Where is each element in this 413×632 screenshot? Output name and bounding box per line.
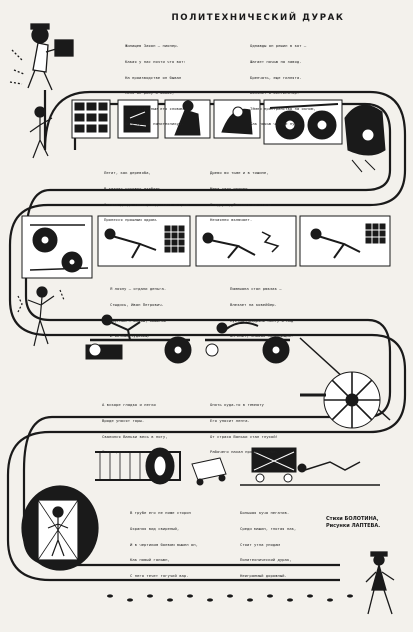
verse-line: Влезает на ковейбер. <box>230 302 277 307</box>
stanza-7: А вскоре гладко и легко Вроде уносят гор… <box>102 392 168 465</box>
verse-line: Вонзает в вентилятор. <box>250 90 300 96</box>
stanza-6: Помешана стал рюкзак — Влезает на ковейб… <box>230 276 293 349</box>
credits: Стихи БОЛОТИНА, Рисунки ЛАПТЕВА. <box>326 516 380 530</box>
verse-line: Охраняя вид свирепый, <box>130 526 180 531</box>
stanza-2: Однажды он решил в кот — Шагает ночью на… <box>250 33 316 137</box>
verse-line: На производстве он бывал <box>125 74 182 80</box>
verse-line: Оставь дождь голов, под свист и гром <box>104 201 189 207</box>
verse-line: Политехнический дурак, <box>240 557 292 563</box>
stanza-8: Опять куда-то в темноту Его уносит лента… <box>210 392 278 465</box>
stanza-10: Большая куча негатив. Среди машин, глота… <box>240 500 296 588</box>
verse-line: Нечаянно включает. <box>210 217 253 223</box>
verse-line: Летит, как деревяба, <box>104 170 151 176</box>
verse-line: В глазах готовых штабель. <box>104 186 163 191</box>
verse-line: Неиграемый дорожный. <box>240 572 287 578</box>
verse-line: Он — гроб и политехникум. <box>125 121 184 127</box>
boy-running-figure-top <box>9 23 74 91</box>
verse-line: Он мчит, словом замирающий. <box>230 333 294 339</box>
verse-line: Меня он разу и живое, <box>125 90 175 96</box>
verse-line: В трубе его не ниже сторон <box>130 510 191 516</box>
stanza-9: В трубе его не ниже сторон Охраняя вид с… <box>130 500 198 588</box>
stanza-4: Древо во тьме и в тишине, Маша силу приш… <box>210 160 271 233</box>
verse-line: И в чертиком боевом вышел он, <box>130 541 198 547</box>
verse-line: Вроде уносят горы. <box>102 418 145 423</box>
verse-line: Пустая ноздрями ленту в над <box>230 317 294 323</box>
stanza-5: Я лоялу — отдали деньга. Стыдись, Иван П… <box>110 276 166 349</box>
verse-line: И не прошел момента — <box>102 449 152 455</box>
verse-line: Древо во тьме и в тишине, <box>210 170 269 176</box>
verse-line: Жилищев Заяон — пионер. <box>125 43 179 49</box>
factory-panels-row1 <box>71 99 386 173</box>
pipe-and-cart-row4 <box>95 447 380 486</box>
verse-line: Я лоялу — отдали деньга. <box>110 286 167 292</box>
verse-line: Большая куча негатив. <box>240 510 290 516</box>
verse-line: Среди машин, глотая пак, <box>240 526 297 531</box>
verse-line: Опять куда-то в темноту <box>210 402 264 408</box>
verse-line: Как ночью черное пухом. <box>250 121 304 127</box>
verse-line: От страха Ваньки стал глухой! <box>210 433 278 439</box>
verse-line: Шагает ночью на завод. <box>250 59 302 64</box>
verse-line: Бренчать, еще гиллята. <box>250 74 302 80</box>
factory-panels-row2 <box>21 215 391 279</box>
footprints-trail <box>107 594 353 602</box>
verse-line: Рабочего пахал прямо в трубе. <box>210 449 278 455</box>
conveyor-panels-row3 <box>85 314 391 429</box>
verse-line: С него течет тягучий вар. <box>130 572 189 578</box>
verse-line: Стоит утла уподам <box>240 541 280 547</box>
verse-line: Какая у нас почти что вот: <box>125 59 186 64</box>
verse-line: Маша силу пришел. <box>210 186 250 191</box>
verse-line: Помешана стал рюкзак — <box>230 286 282 292</box>
stanza-1: Жилищев Заяон — пионер. Какая у нас почт… <box>125 33 186 137</box>
credits-illustrator: Рисунки ЛАПТЕВА. <box>326 523 381 529</box>
verse-line: Пронесся прошлым ядром. <box>104 217 158 223</box>
verse-line: Однажды он решил в кот — <box>250 43 307 49</box>
verse-line: Стыдись, Иван Петрович. <box>110 302 164 307</box>
credits-author: Стихи БОЛОТИНА, <box>326 516 379 522</box>
serpentine-road <box>6 90 407 582</box>
verse-line: И вечные чудовищ. <box>110 333 150 339</box>
page-title: ПОЛИТЕХНИЧЕСКИЙ ДУРАК <box>171 13 345 23</box>
tunnel-frame-figure <box>21 485 99 571</box>
verse-line: Как новый гальюн, <box>130 557 170 563</box>
verse-line: Его уносит лента. <box>210 418 250 423</box>
verse-line: И вдруг рубильник со стены <box>210 201 271 207</box>
worker-figure-left <box>17 286 65 347</box>
verse-line: Свалился Ваньки весь в ногу, <box>102 433 168 439</box>
boy-standing-figure <box>365 551 395 615</box>
verse-line: На собственным его словам <box>125 105 184 111</box>
stanza-3: Летит, как деревяба, В глазах готовых шт… <box>104 160 188 233</box>
verse-line: Круглом — шкивы, машинки <box>110 317 167 323</box>
verse-line: А вскоре гладко и легко <box>102 402 156 408</box>
verse-line: Тёмно пространство за окном, <box>250 105 316 111</box>
boy-walking-figure <box>29 106 53 159</box>
